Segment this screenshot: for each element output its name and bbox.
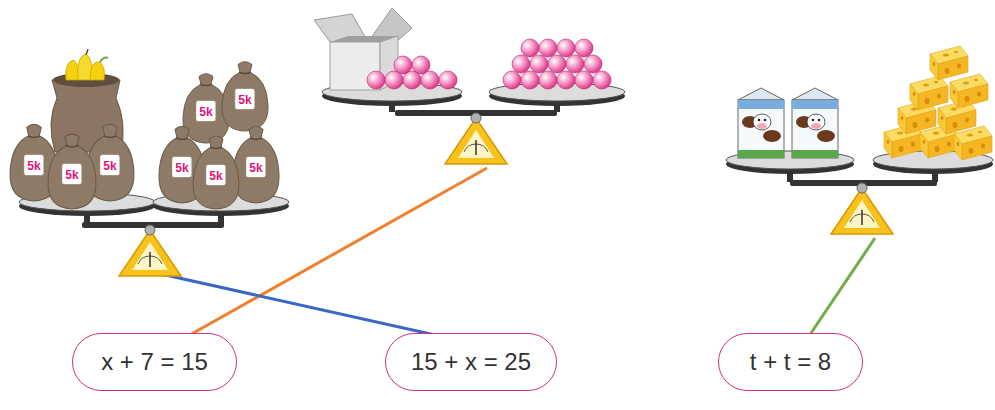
equation-text: t + t = 8 [750,348,831,376]
weight-label: 5k [249,161,262,175]
weight-label: 5k [199,105,212,119]
weight-tag: 5k [206,165,225,185]
balance-scale [314,8,625,164]
weight-tag: 5k [62,164,81,184]
weight-label: 5k [103,159,116,173]
weight-tag: 5k [172,157,191,177]
weight-label: 5k [209,169,222,183]
weight-tag: 5k [196,101,215,121]
leader-line [803,238,875,345]
equation-box: 15 + x = 25 [385,333,557,391]
weight-label: 5k [65,168,78,182]
weight-tag: 5k [246,157,265,177]
weight-label: 5k [175,161,188,175]
balance-scale [19,49,289,276]
sack-bag: 5k [46,128,98,210]
equation-box: t + t = 8 [718,333,863,391]
weight-tag: 5k [24,155,43,175]
sack-bag: 5k [191,130,241,210]
sack-bag: 5k [220,56,270,132]
equation-box: x + 7 = 15 [72,333,237,391]
weight-tag: 5k [235,89,254,109]
equation-text: x + 7 = 15 [101,348,208,376]
equation-text: 15 + x = 25 [411,348,531,376]
weight-label: 5k [238,93,251,107]
weight-tag: 5k [100,155,119,175]
weight-label: 5k [27,159,40,173]
balance-scale [726,46,993,234]
